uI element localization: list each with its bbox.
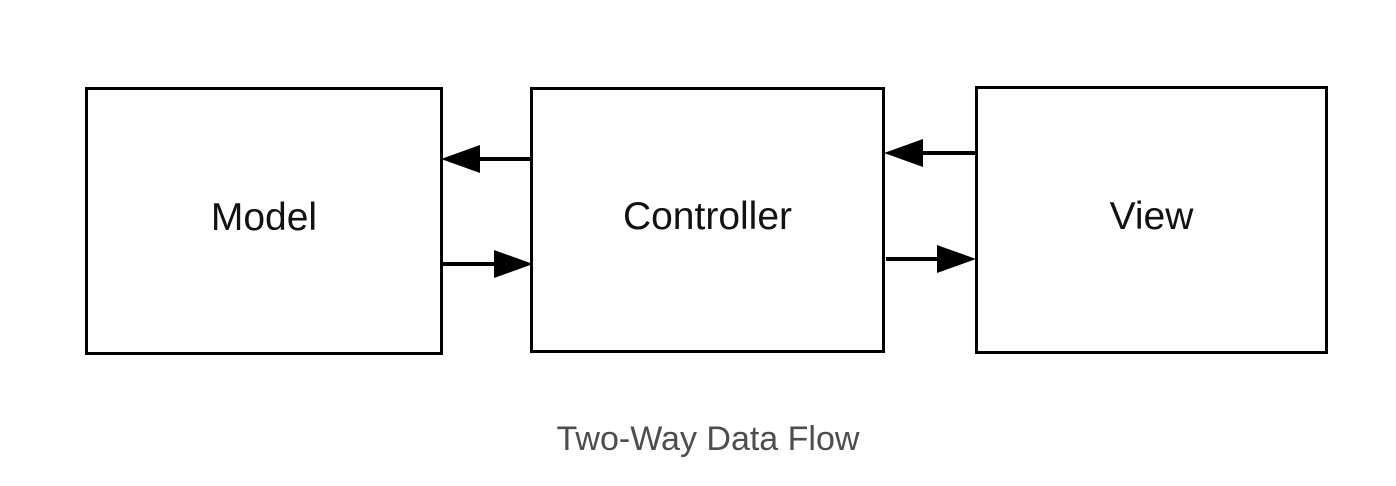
arrowhead-right-icon	[494, 250, 533, 278]
arrow-view-to-controller	[884, 139, 975, 167]
arrow-controller-to-model	[441, 145, 532, 173]
arrow-model-to-controller	[441, 250, 533, 278]
node-controller-label: Controller	[622, 194, 793, 238]
node-model-label: Model	[210, 195, 318, 239]
arrow-controller-to-view	[886, 245, 976, 273]
arrowhead-left-icon	[884, 139, 923, 167]
node-view: View	[975, 86, 1328, 354]
diagram-caption: Two-Way Data Flow	[556, 420, 860, 458]
node-model: Model	[85, 87, 443, 355]
node-controller: Controller	[530, 87, 885, 353]
arrowhead-left-icon	[441, 145, 480, 173]
arrowhead-right-icon	[937, 245, 976, 273]
node-view-label: View	[1109, 194, 1194, 238]
